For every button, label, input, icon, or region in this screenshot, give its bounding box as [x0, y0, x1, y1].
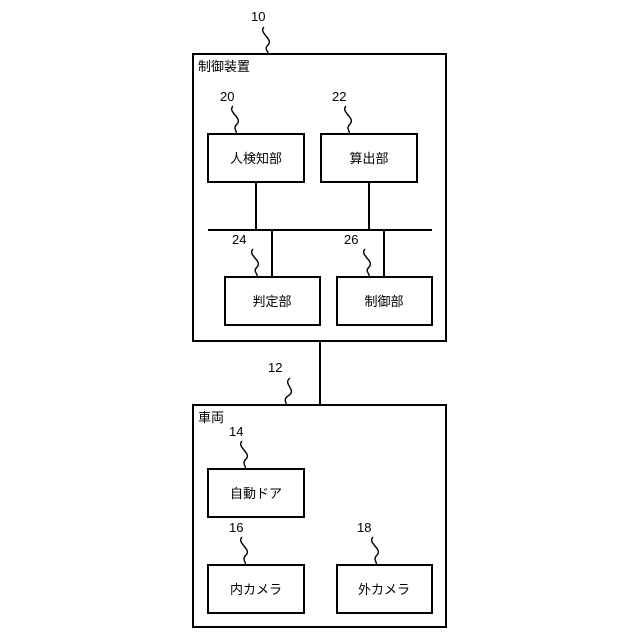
automatic-door-ref: 14: [229, 424, 243, 439]
exterior-camera-label: 外カメラ: [358, 583, 410, 598]
control-device-leader: [263, 27, 270, 55]
calculation-unit-label: 算出部: [349, 152, 388, 167]
vehicle-title: 車両: [198, 411, 224, 426]
human-detection-unit-label: 人検知部: [230, 151, 282, 167]
control-device-title: 制御装置: [198, 60, 250, 75]
interior-camera-label: 内カメラ: [230, 582, 282, 598]
connection-leader: [285, 378, 291, 406]
human-detection-unit-ref: 20: [220, 89, 234, 104]
control-unit-label: 制御部: [364, 295, 403, 310]
exterior-camera-ref: 18: [357, 520, 371, 535]
connection-ref: 12: [268, 360, 282, 375]
determination-unit-label: 判定部: [252, 295, 291, 310]
interior-camera-ref: 16: [229, 520, 243, 535]
control-device-ref: 10: [251, 9, 265, 24]
determination-unit-ref: 24: [232, 232, 246, 247]
calculation-unit-ref: 22: [332, 89, 346, 104]
control-unit-ref: 26: [344, 232, 358, 247]
automatic-door-label: 自動ドア: [230, 487, 282, 502]
